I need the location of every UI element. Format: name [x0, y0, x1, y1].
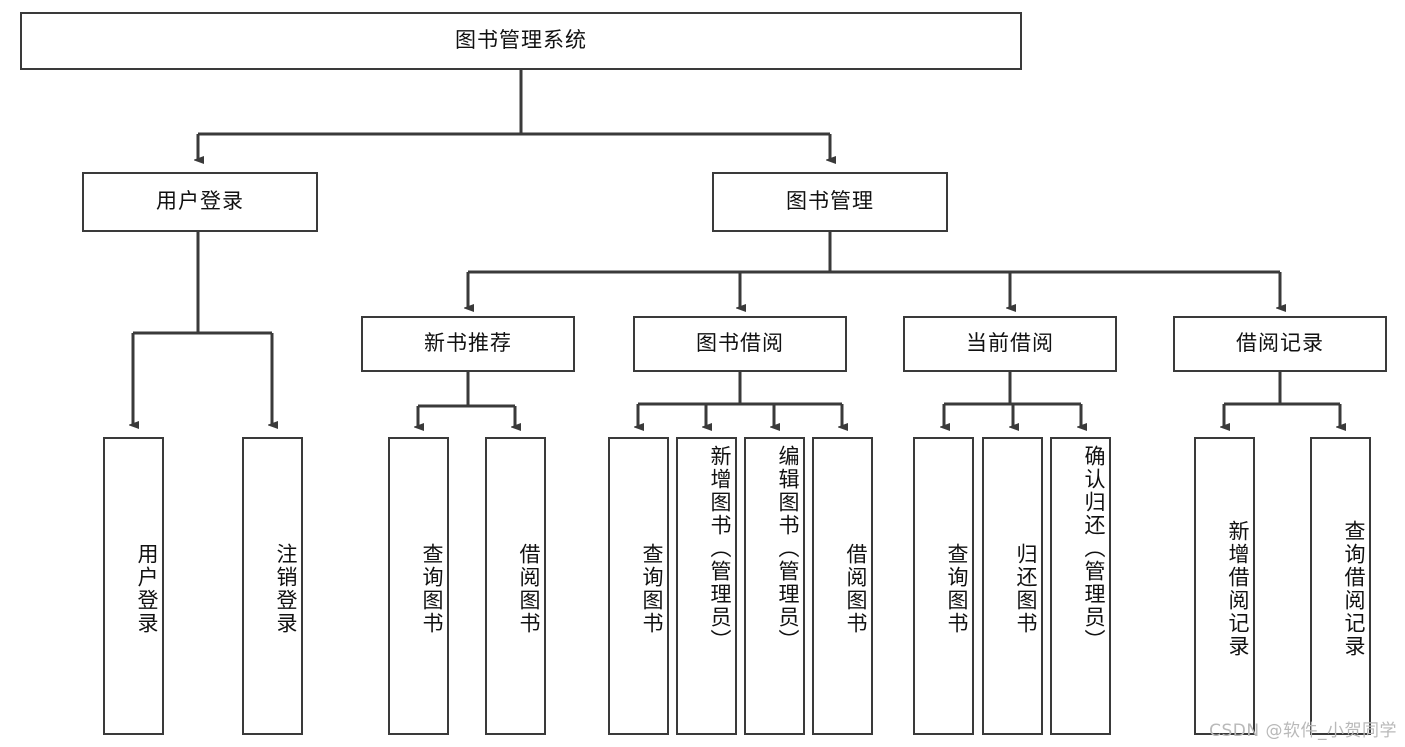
leaf-current-borrow-3[interactable]: 确认归还（管理员）	[1050, 437, 1111, 735]
leaf-user-login-1[interactable]: 用户登录	[103, 437, 164, 735]
node-book-borrow[interactable]: 图书借阅	[633, 316, 847, 372]
node-book-manage[interactable]: 图书管理	[712, 172, 948, 232]
leaf-new-book-2[interactable]: 借阅图书	[485, 437, 546, 735]
leaf-book-borrow-3[interactable]: 编辑图书（管理员）	[744, 437, 805, 735]
leaf-current-borrow-2[interactable]: 归还图书	[982, 437, 1043, 735]
leaf-borrow-record-1[interactable]: 新增借阅记录	[1194, 437, 1255, 735]
leaf-user-login-2[interactable]: 注销登录	[242, 437, 303, 735]
leaf-borrow-record-2[interactable]: 查询借阅记录	[1310, 437, 1371, 735]
leaf-book-borrow-4[interactable]: 借阅图书	[812, 437, 873, 735]
node-user-login[interactable]: 用户登录	[82, 172, 318, 232]
leaf-book-borrow-1[interactable]: 查询图书	[608, 437, 669, 735]
node-current-borrow[interactable]: 当前借阅	[903, 316, 1117, 372]
node-borrow-record[interactable]: 借阅记录	[1173, 316, 1387, 372]
node-new-book-recommend[interactable]: 新书推荐	[361, 316, 575, 372]
node-root[interactable]: 图书管理系统	[20, 12, 1022, 70]
leaf-new-book-1[interactable]: 查询图书	[388, 437, 449, 735]
leaf-book-borrow-2[interactable]: 新增图书（管理员）	[676, 437, 737, 735]
csdn-watermark: CSDN @软件_小贺同学	[1209, 721, 1397, 741]
leaf-current-borrow-1[interactable]: 查询图书	[913, 437, 974, 735]
